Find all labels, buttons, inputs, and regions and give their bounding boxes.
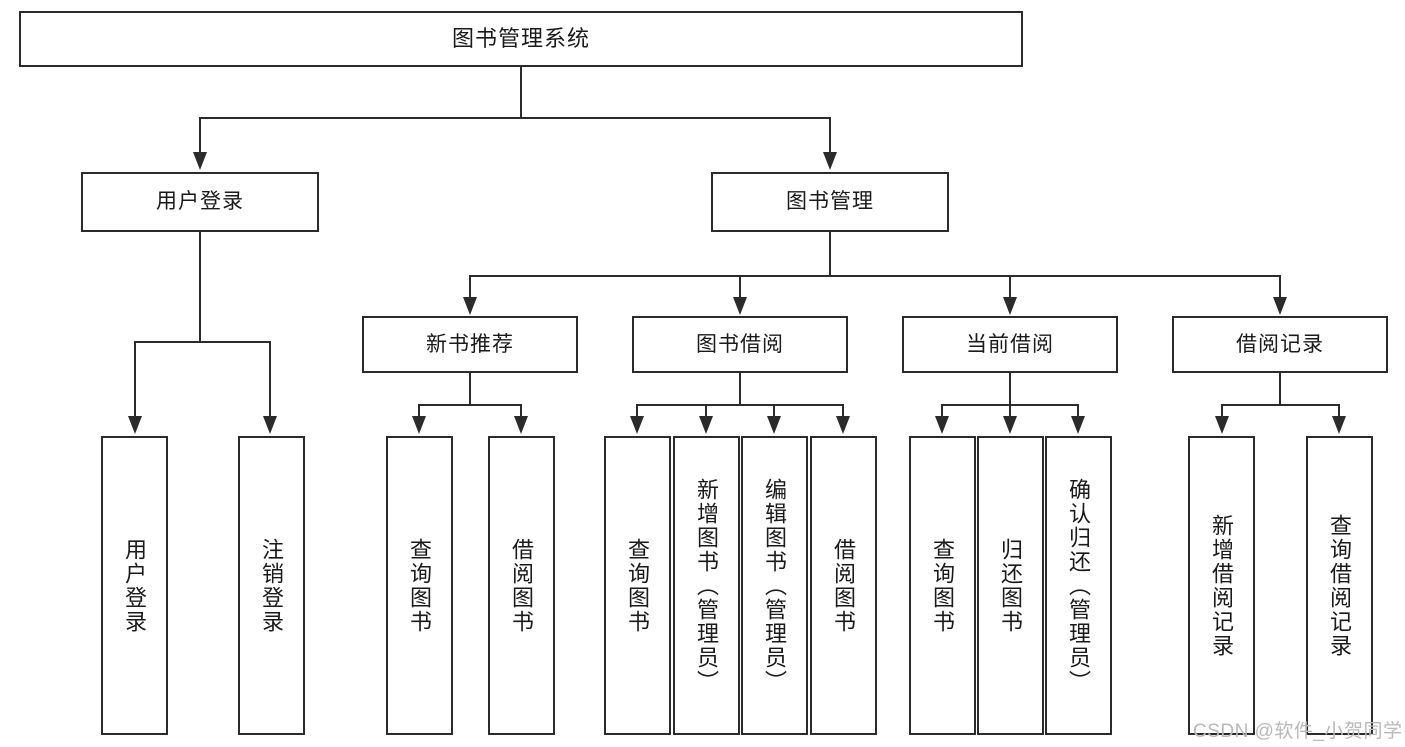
- arrowhead-nb-leaf-1: [412, 416, 426, 434]
- edge-root-to-book-mgmt: [829, 117, 831, 154]
- arrowhead-bb-leaf-4: [836, 416, 850, 434]
- leaf-cb-confirm-return-admin[interactable]: 确认归还（管理员）: [1045, 436, 1112, 735]
- edge-bb-leaf-3: [773, 404, 775, 418]
- edge-cb-leaf-3: [1077, 404, 1079, 418]
- arrowhead-br-leaf-1: [1215, 416, 1229, 434]
- leaf-label: 查询图书: [625, 537, 651, 634]
- edge-user-login-leaf-2: [269, 341, 271, 418]
- edge-book-mgmt-bus: [469, 275, 1281, 277]
- node-label: 用户登录: [156, 190, 244, 214]
- edge-user-login-bus: [134, 341, 270, 343]
- edge-new-book-leaf-1: [418, 404, 420, 418]
- arrowhead-cb-leaf-1: [935, 416, 949, 434]
- edge-user-login-stem: [199, 232, 201, 342]
- edge-user-login-leaf-1: [134, 341, 136, 418]
- leaf-label: 查询图书: [930, 537, 956, 634]
- leaf-nb-borrow-book[interactable]: 借阅图书: [488, 436, 555, 735]
- edge-borrow-record-stem: [1279, 373, 1281, 405]
- edge-current-borrow-stem: [1009, 373, 1011, 405]
- arrowhead-new-book: [463, 297, 477, 315]
- node-label: 当前借阅: [966, 332, 1054, 356]
- edge-to-current-borrow: [1009, 275, 1011, 299]
- arrowhead-bb-leaf-2: [699, 416, 713, 434]
- leaf-label: 编辑图书（管理员）: [762, 477, 788, 694]
- edge-root-bus: [199, 117, 830, 119]
- edge-root-to-user-login: [199, 117, 201, 154]
- leaf-bb-add-book-admin[interactable]: 新增图书（管理员）: [673, 436, 740, 735]
- leaf-nb-query-book[interactable]: 查询图书: [386, 436, 453, 735]
- leaf-label: 注销登录: [259, 537, 285, 634]
- leaf-user-login[interactable]: 用户登录: [101, 436, 168, 735]
- arrowhead-current-borrow: [1003, 297, 1017, 315]
- leaf-label: 确认归还（管理员）: [1066, 477, 1092, 694]
- node-label: 新书推荐: [426, 332, 514, 356]
- leaf-label: 借阅图书: [509, 537, 535, 634]
- leaf-br-query-record[interactable]: 查询借阅记录: [1306, 436, 1373, 735]
- edge-br-leaf-2: [1338, 404, 1340, 418]
- node-label: 图书管理: [786, 190, 874, 214]
- arrowhead-book-mgmt: [823, 152, 837, 170]
- edge-root-stem: [520, 67, 522, 118]
- node-book-management[interactable]: 图书管理: [711, 172, 949, 232]
- edge-to-new-book: [469, 275, 471, 299]
- leaf-bb-edit-book-admin[interactable]: 编辑图书（管理员）: [741, 436, 808, 735]
- edge-borrow-record-bus: [1221, 404, 1339, 406]
- arrowhead-bb-leaf-1: [630, 416, 644, 434]
- edge-book-mgmt-stem: [829, 232, 831, 276]
- edge-bb-leaf-4: [842, 404, 844, 418]
- arrowhead-book-borrow: [733, 297, 747, 315]
- leaf-label: 新增借阅记录: [1209, 513, 1235, 658]
- arrowhead-br-leaf-2: [1332, 416, 1346, 434]
- edge-br-leaf-1: [1221, 404, 1223, 418]
- node-book-borrow[interactable]: 图书借阅: [632, 316, 848, 373]
- arrowhead-nb-leaf-2: [514, 416, 528, 434]
- node-borrow-record[interactable]: 借阅记录: [1172, 316, 1388, 373]
- node-label: 图书借阅: [696, 332, 784, 356]
- node-root-system[interactable]: 图书管理系统: [19, 11, 1023, 67]
- leaf-label: 查询借阅记录: [1327, 513, 1353, 658]
- arrowhead-cb-leaf-3: [1071, 416, 1085, 434]
- edge-book-borrow-bus: [636, 404, 844, 406]
- node-user-login[interactable]: 用户登录: [81, 172, 319, 232]
- node-label: 借阅记录: [1236, 332, 1324, 356]
- edge-to-borrow-record: [1279, 275, 1281, 299]
- leaf-label: 用户登录: [122, 537, 148, 634]
- arrowhead-borrow-record: [1273, 297, 1287, 315]
- edge-new-book-bus: [418, 404, 522, 406]
- edge-new-book-stem: [469, 373, 471, 405]
- leaf-bb-borrow-book[interactable]: 借阅图书: [810, 436, 877, 735]
- arrowhead-cb-leaf-2: [1003, 416, 1017, 434]
- arrowhead-bb-leaf-3: [767, 416, 781, 434]
- arrowhead-leaf-user-login: [128, 416, 142, 434]
- leaf-br-add-record[interactable]: 新增借阅记录: [1188, 436, 1255, 735]
- leaf-label: 借阅图书: [831, 537, 857, 634]
- edge-to-book-borrow: [739, 275, 741, 299]
- edge-book-borrow-stem: [739, 373, 741, 405]
- node-label: 图书管理系统: [451, 25, 590, 51]
- leaf-label: 归还图书: [998, 537, 1024, 634]
- edge-new-book-leaf-2: [520, 404, 522, 418]
- node-current-borrow[interactable]: 当前借阅: [902, 316, 1118, 373]
- leaf-bb-query-book[interactable]: 查询图书: [604, 436, 671, 735]
- edge-cb-leaf-2: [1009, 404, 1011, 418]
- csdn-watermark: CSDN @软件_小贺同学: [1193, 721, 1403, 742]
- leaf-label: 查询图书: [407, 537, 433, 634]
- leaf-cb-return-book[interactable]: 归还图书: [977, 436, 1044, 735]
- node-new-book-recommend[interactable]: 新书推荐: [362, 316, 578, 373]
- leaf-label: 新增图书（管理员）: [694, 477, 720, 694]
- arrowhead-leaf-logout: [263, 416, 277, 434]
- leaf-cb-query-book[interactable]: 查询图书: [909, 436, 976, 735]
- leaf-logout[interactable]: 注销登录: [238, 436, 305, 735]
- edge-cb-leaf-1: [941, 404, 943, 418]
- arrowhead-user-login: [193, 152, 207, 170]
- edge-bb-leaf-1: [636, 404, 638, 418]
- edge-bb-leaf-2: [705, 404, 707, 418]
